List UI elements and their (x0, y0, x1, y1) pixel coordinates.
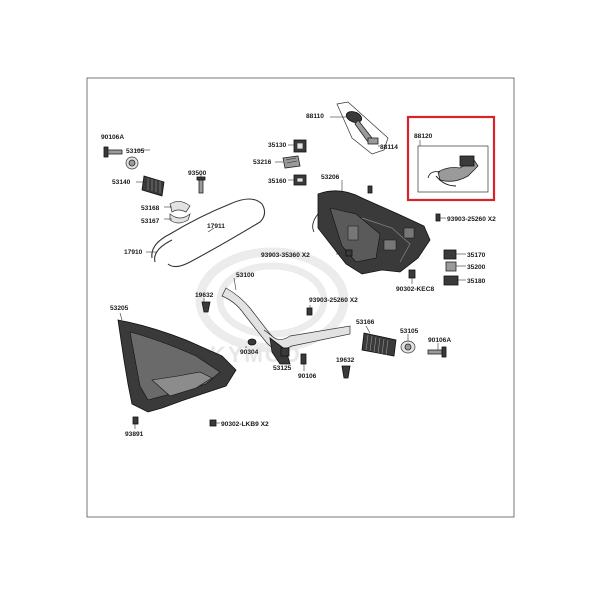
switch-35180 (443, 275, 466, 286)
nut-90302-LKB9 (209, 419, 220, 427)
label-93903-25260-mid: 93903-25260 X2 (309, 297, 358, 304)
label-19632-left: 19632 (195, 292, 214, 299)
label-35160: 35160 (268, 178, 287, 185)
label-90106: 90106 (298, 373, 317, 380)
label-53125: 53125 (273, 365, 292, 372)
label-88114: 88114 (380, 144, 398, 151)
label-53167: 53167 (141, 218, 160, 225)
mirror-88110 (330, 101, 389, 155)
label-53206: 53206 (321, 174, 340, 181)
screw-93891 (132, 416, 139, 429)
label-35130: 35130 (268, 142, 287, 149)
highlight-box-88120 (406, 115, 496, 202)
cable-17911 (151, 198, 266, 268)
grip-53166 (361, 325, 397, 357)
bolt-90106A-top (103, 146, 123, 158)
clamp-53168 (169, 201, 191, 213)
label-93500: 93500 (188, 170, 207, 177)
nut-90302-KEC8 (408, 269, 416, 284)
label-93891: 93891 (125, 431, 144, 438)
switch-35160 (293, 174, 307, 186)
label-53166: 53166 (356, 319, 375, 326)
label-17911: 17911 (207, 223, 225, 230)
label-88120: 88120 (414, 133, 433, 140)
label-53140: 53140 (112, 179, 131, 186)
label-17910: 17910 (124, 249, 143, 256)
label-53168: 53168 (141, 205, 160, 212)
label-90106A-bottom: 90106A (428, 337, 451, 344)
label-93903-25260-top: 93903-25260 X2 (447, 216, 496, 223)
screw-93903-25260-mid (306, 305, 313, 316)
screw-near-53206 (367, 185, 373, 194)
label-53205: 53205 (110, 305, 129, 312)
label-90302-LKB9: 90302-LKB9 X2 (221, 421, 269, 428)
switch-35130 (293, 139, 307, 153)
screw-93903-35360 (336, 249, 353, 257)
cap-53105-bottom (400, 334, 416, 354)
screw-93903-25260-top (435, 213, 446, 222)
clamp-53167 (169, 212, 191, 224)
part-53125 (280, 347, 290, 363)
switch-53216 (282, 155, 301, 169)
bolt-90106 (300, 353, 307, 371)
switch-assembly-88120 (427, 155, 479, 187)
label-19632-right: 19632 (336, 357, 355, 364)
label-53105-top: 53105 (126, 148, 145, 155)
screw-93500 (196, 174, 206, 194)
label-35180: 35180 (467, 278, 486, 285)
clip-19632-right (341, 365, 351, 379)
label-90302-KEC8: 90302-KEC8 (396, 286, 434, 293)
label-53216: 53216 (253, 159, 272, 166)
label-35170: 35170 (467, 252, 486, 259)
label-53105-bottom: 53105 (400, 328, 419, 335)
label-90106A-top: 90106A (101, 134, 124, 141)
label-90304: 90304 (240, 349, 259, 356)
label-53100: 53100 (236, 272, 255, 279)
switch-35200 (445, 261, 466, 272)
bolt-90106A-bottom (427, 343, 447, 358)
washer-90304 (247, 338, 257, 346)
front-cover-53205 (117, 312, 237, 413)
switch-35170 (443, 249, 466, 260)
label-93903-35360: 93903-35360 X2 (261, 252, 310, 259)
cap-53105-top (125, 156, 139, 170)
grip-53140 (141, 175, 165, 197)
label-88110: 88110 (306, 113, 324, 120)
clip-19632-left (201, 298, 211, 313)
label-35200: 35200 (467, 264, 486, 271)
